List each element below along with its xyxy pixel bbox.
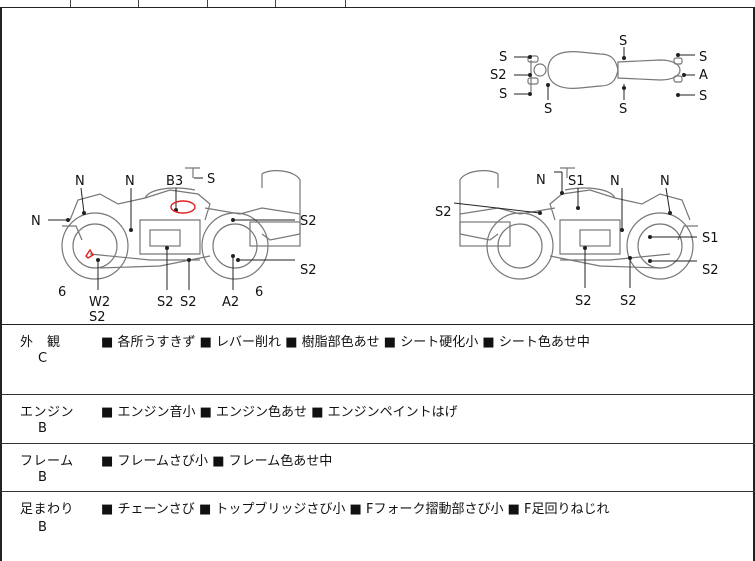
left-code-s2-eng1: S2 xyxy=(157,295,174,310)
section-label: エンジン xyxy=(20,405,75,420)
left-code-n1: N xyxy=(75,174,85,189)
left-code-n2: N xyxy=(125,174,135,189)
section-grade: B xyxy=(38,520,47,535)
left-code-six-front: 6 xyxy=(58,285,66,300)
left-code-n3: N xyxy=(31,214,41,229)
damage-diagram: S S2 S S S S S A S N N N B3 S S2 S2 6 6 … xyxy=(0,8,755,325)
section-grade: B xyxy=(38,470,47,485)
left-code-s2-w2: S2 xyxy=(89,310,106,324)
right-code-s2-b2: S2 xyxy=(620,294,637,309)
top-code-right-3: S xyxy=(699,89,707,104)
section-items: ■ フレームさび小 ■ フレーム色あせ中 xyxy=(101,454,333,469)
right-code-s2-left: S2 xyxy=(435,205,452,220)
section-suspension: 足まわり B ■ チェーンさび ■ トップブリッジさび小 ■ Fフォーク摺動部さ… xyxy=(0,492,755,561)
top-code-left-1: S xyxy=(499,50,507,65)
top-code-right-2: A xyxy=(699,68,708,83)
section-engine: エンジン B ■ エンジン音小 ■ エンジン色あせ ■ エンジンペイントはげ xyxy=(0,395,755,444)
section-label: フレーム xyxy=(20,454,74,469)
section-items: ■ チェーンさび ■ トップブリッジさび小 ■ Fフォーク摺動部さび小 ■ F足… xyxy=(101,502,610,517)
section-grade: C xyxy=(38,351,48,366)
left-side-motorcycle xyxy=(61,167,301,280)
right-code-s1-right: S1 xyxy=(702,231,719,246)
top-code-bottom-2: S xyxy=(619,102,627,117)
left-code-w2: W2 xyxy=(89,295,110,310)
top-code-bottom-1: S xyxy=(544,102,552,117)
section-grade: B xyxy=(38,421,47,436)
left-code-six-rear: 6 xyxy=(255,285,263,300)
damage-marks xyxy=(85,200,196,259)
left-code-s2-eng2: S2 xyxy=(180,295,197,310)
right-code-s2-right: S2 xyxy=(702,263,719,278)
section-frame: フレーム B ■ フレームさび小 ■ フレーム色あせ中 xyxy=(0,444,755,492)
motorcycle-diagrams: S S2 S S S S S A S N N N B3 S S2 S2 6 6 … xyxy=(31,34,719,324)
section-label: 外 観 xyxy=(20,335,61,350)
top-code-left-2: S2 xyxy=(490,68,507,83)
section-items: ■ エンジン音小 ■ エンジン色あせ ■ エンジンペイントはげ xyxy=(101,405,458,420)
left-code-a2: A2 xyxy=(222,295,239,310)
top-view-motorcycle xyxy=(527,51,683,92)
top-code-right-1: S xyxy=(699,50,707,65)
right-code-n-mid: N xyxy=(610,174,620,189)
left-code-b3: B3 xyxy=(166,174,183,189)
top-table-strip xyxy=(0,0,755,8)
right-code-n-top: N xyxy=(536,173,546,188)
left-code-s-mirror: S xyxy=(207,172,215,187)
left-code-s2-rear: S2 xyxy=(300,263,317,278)
section-items: ■ 各所うすきず ■ レバー削れ ■ 樹脂部色あせ ■ シート硬化小 ■ シート… xyxy=(101,335,590,350)
right-side-motorcycle xyxy=(459,167,698,280)
right-code-n-right: N xyxy=(660,174,670,189)
top-code-left-3: S xyxy=(499,87,507,102)
left-code-s2-tank: S2 xyxy=(300,214,317,229)
top-code-front: S xyxy=(619,34,627,49)
right-code-s2-b1: S2 xyxy=(575,294,592,309)
section-label: 足まわり xyxy=(20,502,75,517)
section-exterior: 外 観 C ■ 各所うすきず ■ レバー削れ ■ 樹脂部色あせ ■ シート硬化小… xyxy=(0,325,755,395)
right-code-s1-top: S1 xyxy=(568,174,585,189)
